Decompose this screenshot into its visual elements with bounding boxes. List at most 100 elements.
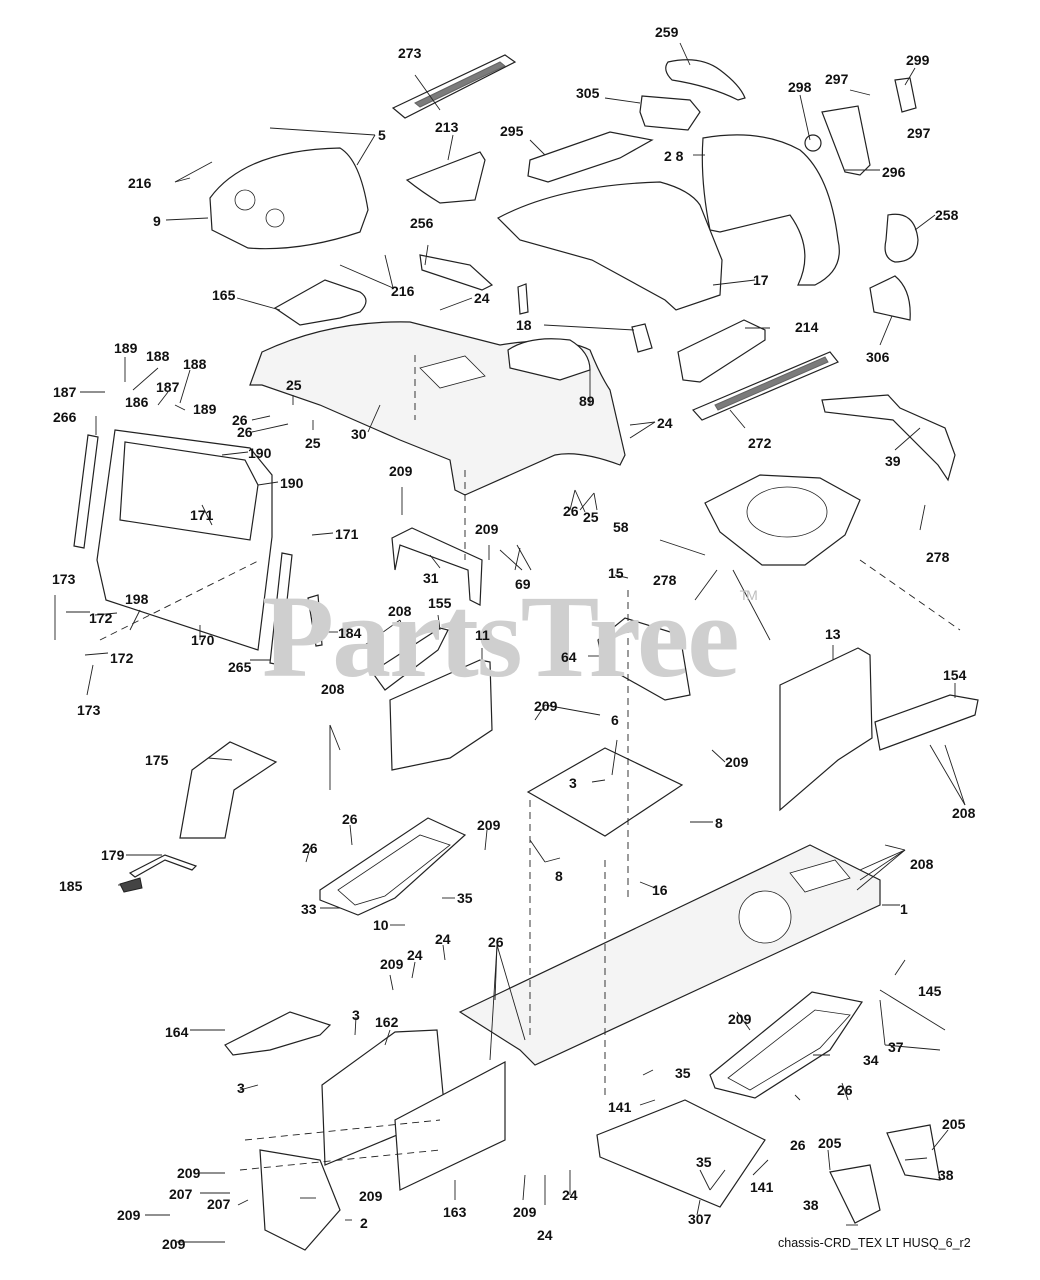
callout-172: 172 [110, 650, 134, 666]
callout-173: 173 [77, 702, 101, 718]
callout-145: 145 [918, 983, 942, 999]
callout-209: 209 [117, 1207, 141, 1223]
callout-209: 209 [513, 1204, 537, 1220]
part-145-rod [879, 989, 946, 1031]
callout-26: 26 [342, 811, 358, 827]
part-89-fender-handle [507, 338, 591, 381]
callout-35: 35 [675, 1065, 691, 1081]
callout-209: 209 [477, 817, 501, 833]
callout-213: 213 [435, 119, 459, 135]
callout-13: 13 [825, 626, 841, 642]
callout-171: 171 [190, 507, 214, 523]
part-17-hood [497, 181, 723, 311]
callout-299: 299 [906, 52, 930, 68]
callout-11: 11 [475, 627, 490, 643]
callout-165: 165 [212, 287, 236, 303]
callout-209: 209 [380, 956, 404, 972]
callout-64: 64 [561, 649, 577, 665]
callout-208: 208 [321, 681, 345, 697]
part-164-guard [224, 1011, 332, 1056]
part-154-bracket [874, 694, 979, 751]
callout-298: 298 [788, 79, 812, 95]
callout-38: 38 [938, 1167, 954, 1183]
part-2-bracket [259, 1149, 341, 1251]
callout-24: 24 [562, 1187, 578, 1203]
callout-209: 209 [359, 1188, 383, 1204]
callout-16: 16 [652, 882, 668, 898]
callout-209: 209 [389, 463, 413, 479]
callout-10: 10 [373, 917, 389, 933]
callout-26: 26 [837, 1082, 853, 1098]
callout-30: 30 [351, 426, 367, 442]
part-307-plate [596, 1099, 766, 1208]
callout-26: 26 [237, 424, 253, 440]
callout-208: 208 [910, 856, 934, 872]
diagram-caption: chassis-CRD_TEX LT HUSQ_6_r2 [778, 1236, 971, 1250]
part-13-plate [779, 647, 873, 812]
callout-305: 305 [576, 85, 600, 101]
callout-296: 296 [882, 164, 906, 180]
part-295-vent [527, 131, 654, 183]
callout-69: 69 [515, 576, 531, 592]
callout-209: 209 [728, 1011, 752, 1027]
part-299-bracket [894, 77, 917, 113]
part-31-bracket [391, 527, 483, 606]
callout-295: 295 [500, 123, 524, 139]
callout-162: 162 [375, 1014, 399, 1030]
callout-297: 297 [825, 71, 849, 87]
callout-3: 3 [569, 775, 577, 791]
callout-179: 179 [101, 847, 125, 863]
callout-141: 141 [750, 1179, 774, 1195]
callout-190: 190 [248, 445, 272, 461]
callout-15: 15 [608, 565, 624, 581]
callout-189: 189 [193, 401, 217, 417]
part-214-duct [677, 319, 766, 383]
callout-141: 141 [608, 1099, 632, 1115]
callout-188: 188 [146, 348, 170, 364]
callout-190: 190 [280, 475, 304, 491]
part-296-lamp [821, 105, 871, 176]
callout-18: 18 [516, 317, 532, 333]
callout-175: 175 [145, 752, 169, 768]
part-298-nut [804, 134, 822, 152]
assembly-lines [99, 355, 961, 1171]
callout-189: 189 [114, 340, 138, 356]
callout-8: 8 [555, 868, 563, 884]
callout-198: 198 [125, 591, 149, 607]
callout-307: 307 [688, 1211, 712, 1227]
callout-205: 205 [942, 1116, 966, 1132]
callout-186: 186 [125, 394, 149, 410]
callout-278: 278 [653, 572, 677, 588]
callout-258: 258 [935, 207, 959, 223]
callout-216: 216 [391, 283, 415, 299]
callout-164: 164 [165, 1024, 189, 1040]
callout-266: 266 [53, 409, 77, 425]
callout-272: 272 [748, 435, 772, 451]
callout-37: 37 [888, 1039, 904, 1055]
callout-3: 3 [237, 1080, 245, 1096]
part-64-mount [597, 617, 691, 701]
part-38-bracket-b [886, 1124, 941, 1181]
part-165-tray [273, 279, 367, 326]
part-18-tab [517, 283, 529, 315]
callout-24: 24 [537, 1227, 553, 1243]
callout-17: 17 [753, 272, 769, 288]
callout-278: 278 [926, 549, 950, 565]
callout-209: 209 [162, 1236, 186, 1252]
part-39-bracket [821, 394, 956, 482]
callout-209: 209 [725, 754, 749, 770]
callout-163: 163 [443, 1204, 467, 1220]
callout-155: 155 [428, 595, 452, 611]
callout-26: 26 [302, 840, 318, 856]
callout-154: 154 [943, 667, 967, 683]
part-179-rod [128, 854, 198, 878]
leader-lines [54, 42, 966, 1243]
callout-58: 58 [613, 519, 629, 535]
part-175-shield [179, 741, 278, 839]
callout-6: 6 [611, 712, 619, 728]
callout-35: 35 [696, 1154, 712, 1170]
callout-259: 259 [655, 24, 679, 40]
callout-1: 1 [900, 901, 908, 917]
callout-3: 3 [352, 1007, 360, 1023]
callout-26: 26 [232, 412, 248, 428]
